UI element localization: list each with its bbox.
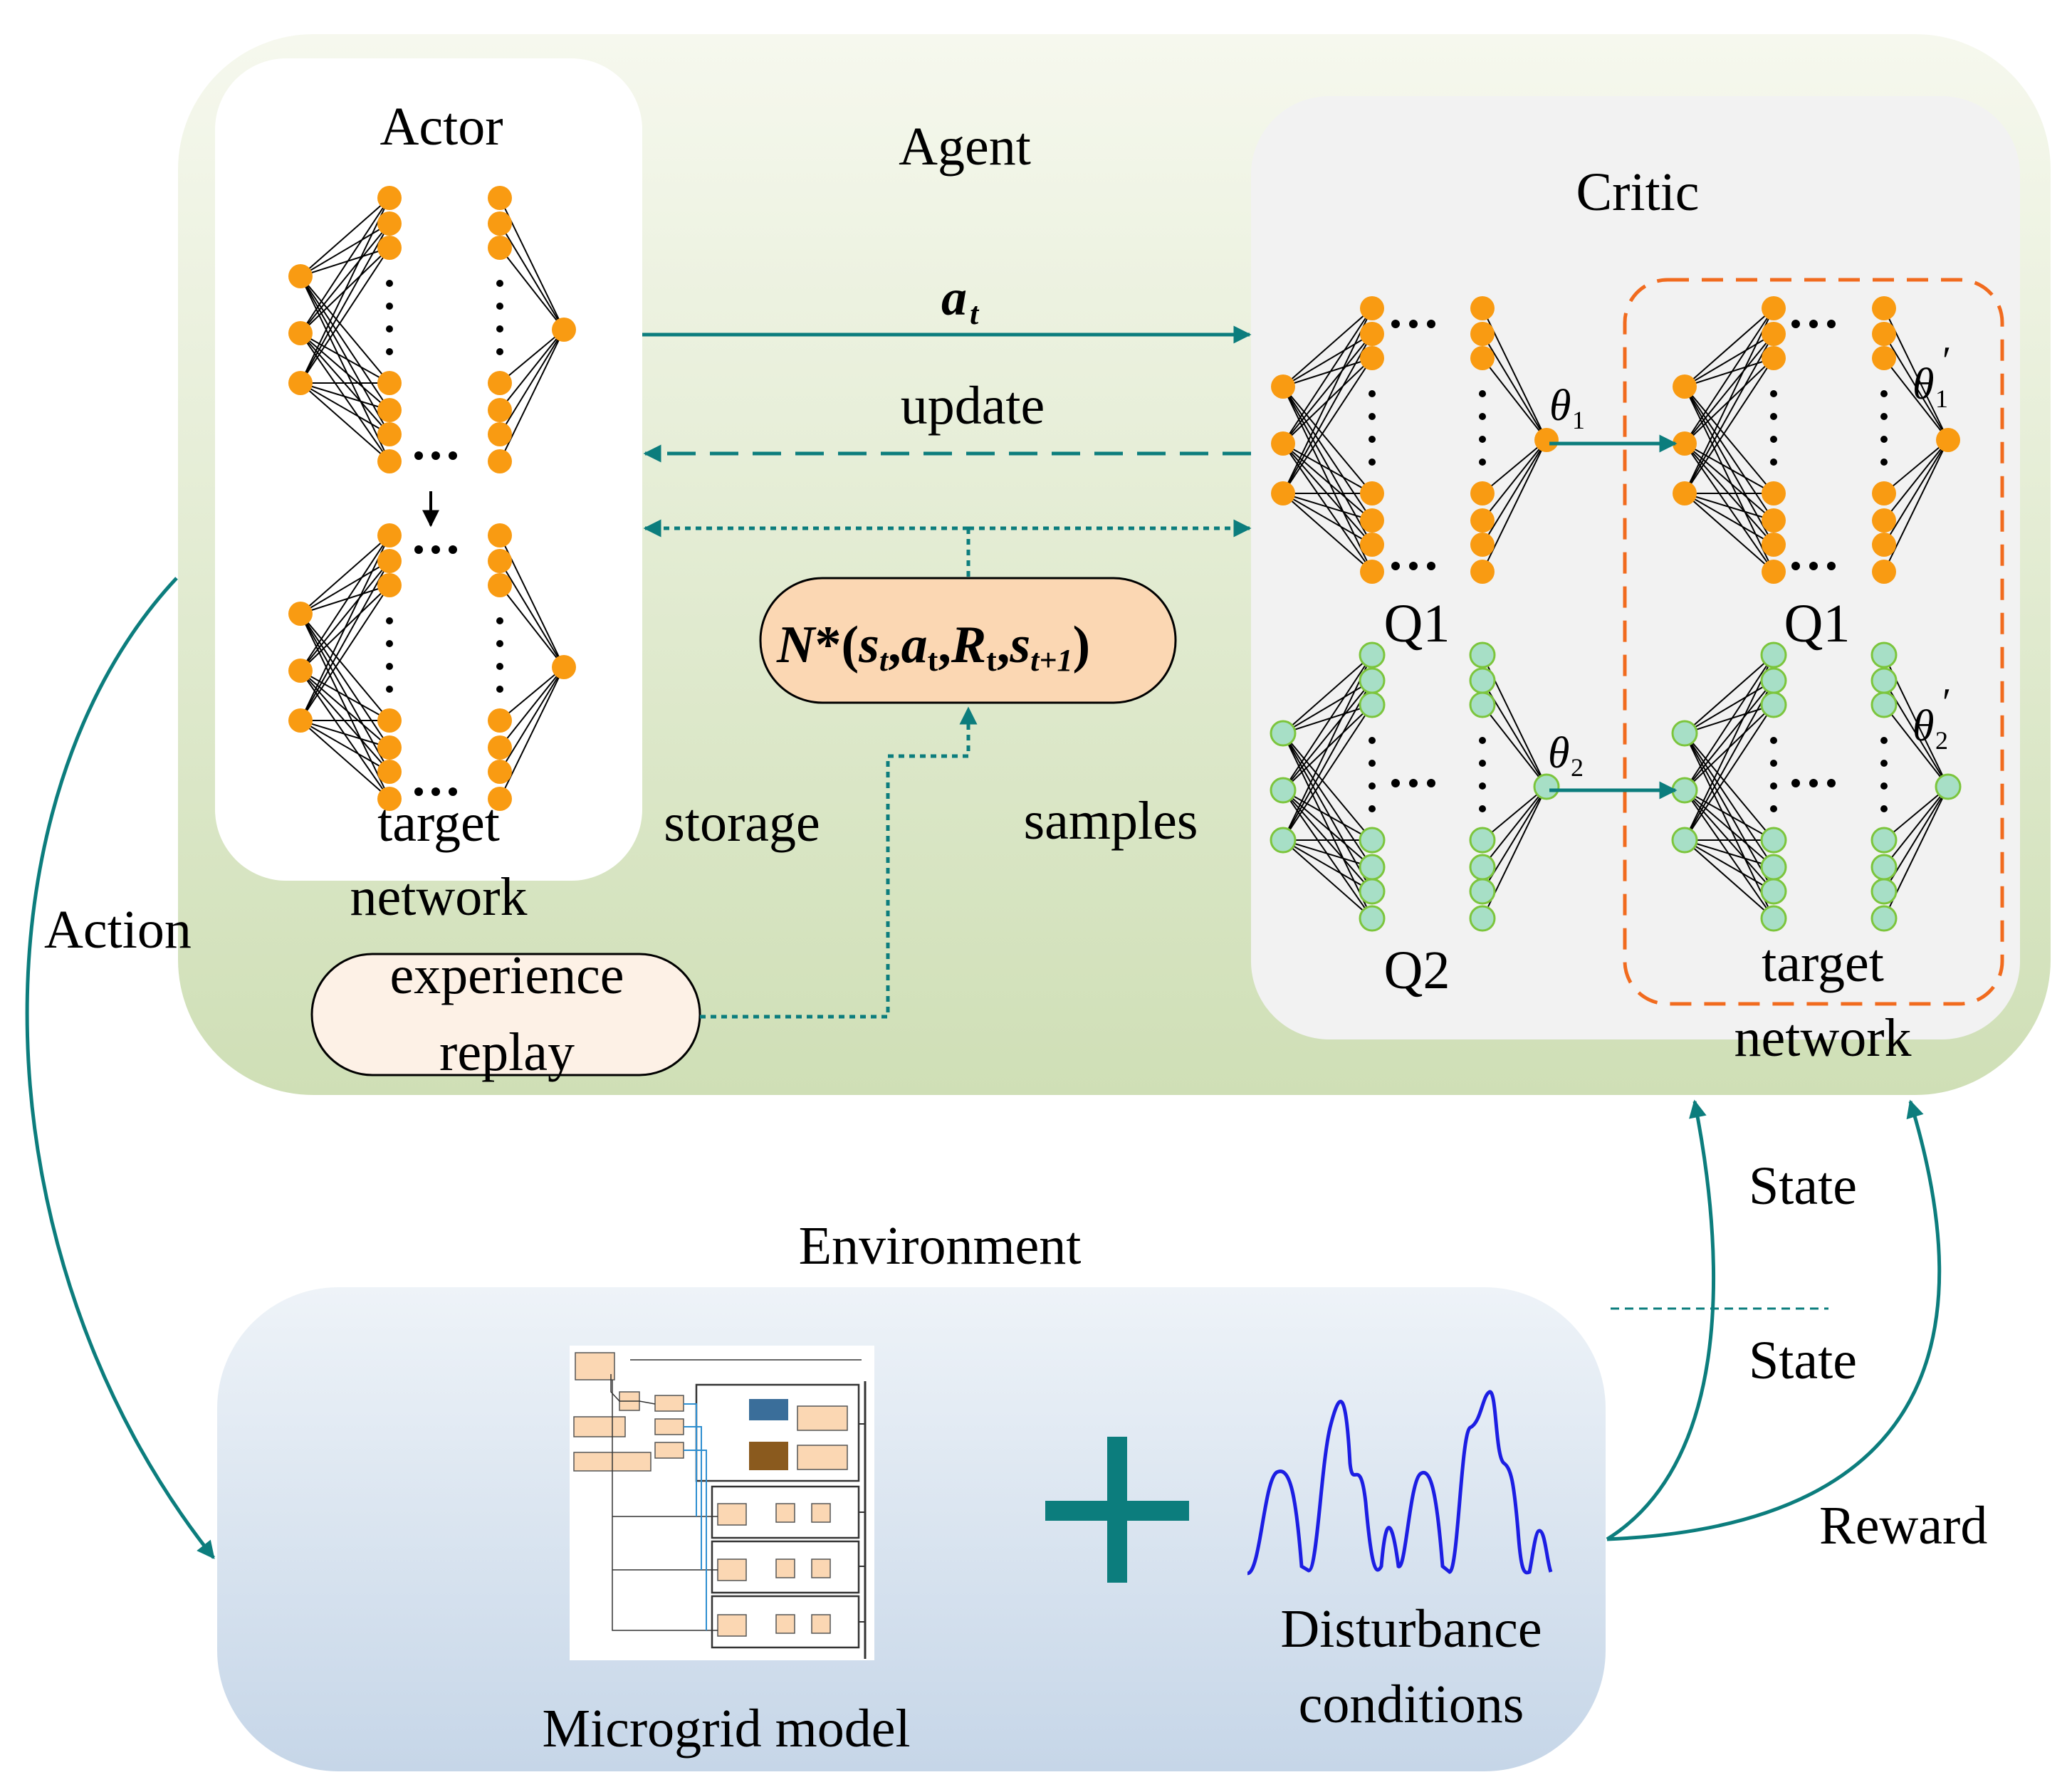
- svg-text:a: a: [941, 269, 967, 326]
- svg-text:θ: θ: [1548, 729, 1569, 777]
- theta2-prime-label: θ 2 ′: [1912, 681, 1951, 755]
- agent-title: Agent: [899, 117, 1031, 177]
- disturbance-line2: conditions: [1298, 1675, 1524, 1734]
- critic-q1-top-dots: [1391, 320, 1435, 328]
- microgrid-label: Microgrid model: [542, 1699, 911, 1759]
- critic-network-label: network: [1734, 1008, 1912, 1068]
- svg-text:′: ′: [1942, 339, 1951, 383]
- svg-text:1: 1: [1572, 406, 1585, 434]
- action-signal-label: Action: [44, 900, 192, 960]
- critic-q1t-bottom-dots: [1791, 562, 1836, 570]
- actor-title: Actor: [380, 97, 503, 157]
- reward-label: Reward: [1819, 1496, 1988, 1556]
- actor-dots-3: [414, 787, 457, 796]
- critic-q2-network: [1270, 641, 1560, 932]
- target-network-box: [1623, 278, 2004, 1006]
- critic-q2-target-network: [1671, 641, 1962, 932]
- actor-dots-1: [414, 451, 457, 460]
- q1-label: Q1: [1383, 594, 1450, 654]
- environment-panel: [217, 1287, 1606, 1771]
- actor-box: [215, 58, 642, 881]
- microgrid-model-image: [570, 1346, 874, 1660]
- svg-text:θ: θ: [1912, 360, 1934, 409]
- actor-network: [288, 186, 576, 473]
- plus-icon: [1045, 1437, 1189, 1583]
- actor-target-label: target: [377, 793, 500, 853]
- svg-text:θ: θ: [1912, 702, 1934, 750]
- critic-target-label: target: [1762, 933, 1884, 993]
- svg-text:t: t: [970, 296, 980, 331]
- experience-replay-box: [310, 953, 701, 1076]
- state-curve: [1606, 1099, 1716, 1541]
- state-top-label: State: [1749, 1156, 1857, 1216]
- critic-q2t-mid-dots: [1791, 779, 1836, 787]
- critic-q1t-top-dots: [1791, 320, 1836, 328]
- q2-label: Q2: [1383, 940, 1450, 1000]
- replay-line1: experience: [389, 945, 624, 1005]
- actor-network-label: network: [350, 867, 528, 927]
- critic-q1-network: [1271, 296, 1559, 584]
- svg-text:2: 2: [1571, 753, 1584, 782]
- theta1-prime-label: θ 1 ′: [1912, 339, 1951, 413]
- critic-q1-bottom-dots: [1391, 562, 1435, 570]
- critic-q2-mid-dots: [1391, 779, 1435, 787]
- actor-target-network: [288, 523, 576, 811]
- actor-dots-2: [414, 545, 457, 554]
- state-bottom-label: State: [1749, 1331, 1857, 1390]
- storage-label: storage: [664, 793, 820, 853]
- svg-text:1: 1: [1935, 384, 1948, 413]
- svg-text:2: 2: [1935, 726, 1948, 755]
- storage-path: [700, 706, 978, 1019]
- replay-line2: replay: [439, 1022, 575, 1082]
- critic-box: [1251, 96, 2020, 1039]
- environment-title: Environment: [798, 1216, 1082, 1276]
- disturbance-waveform: [1246, 1390, 1553, 1576]
- update-label: update: [900, 376, 1045, 436]
- svg-text:θ: θ: [1549, 382, 1571, 430]
- critic-title: Critic: [1576, 162, 1700, 222]
- critic-q1-target-network: [1673, 296, 1960, 584]
- action-at-label: a t: [941, 269, 980, 331]
- disturbance-line1: Disturbance: [1280, 1599, 1542, 1659]
- q1-target-label: Q1: [1784, 594, 1851, 654]
- theta2-label: θ 2: [1548, 729, 1584, 782]
- action-curve: [25, 577, 215, 1559]
- samples-label: samples: [1023, 791, 1198, 851]
- sample-tuple-text: N*(st,at,Rt,st+1): [776, 616, 1090, 678]
- reward-curve: [1606, 1099, 1942, 1541]
- sample-tuple-box: [759, 577, 1177, 704]
- svg-text:′: ′: [1942, 681, 1951, 725]
- theta1-label: θ 1: [1549, 382, 1585, 434]
